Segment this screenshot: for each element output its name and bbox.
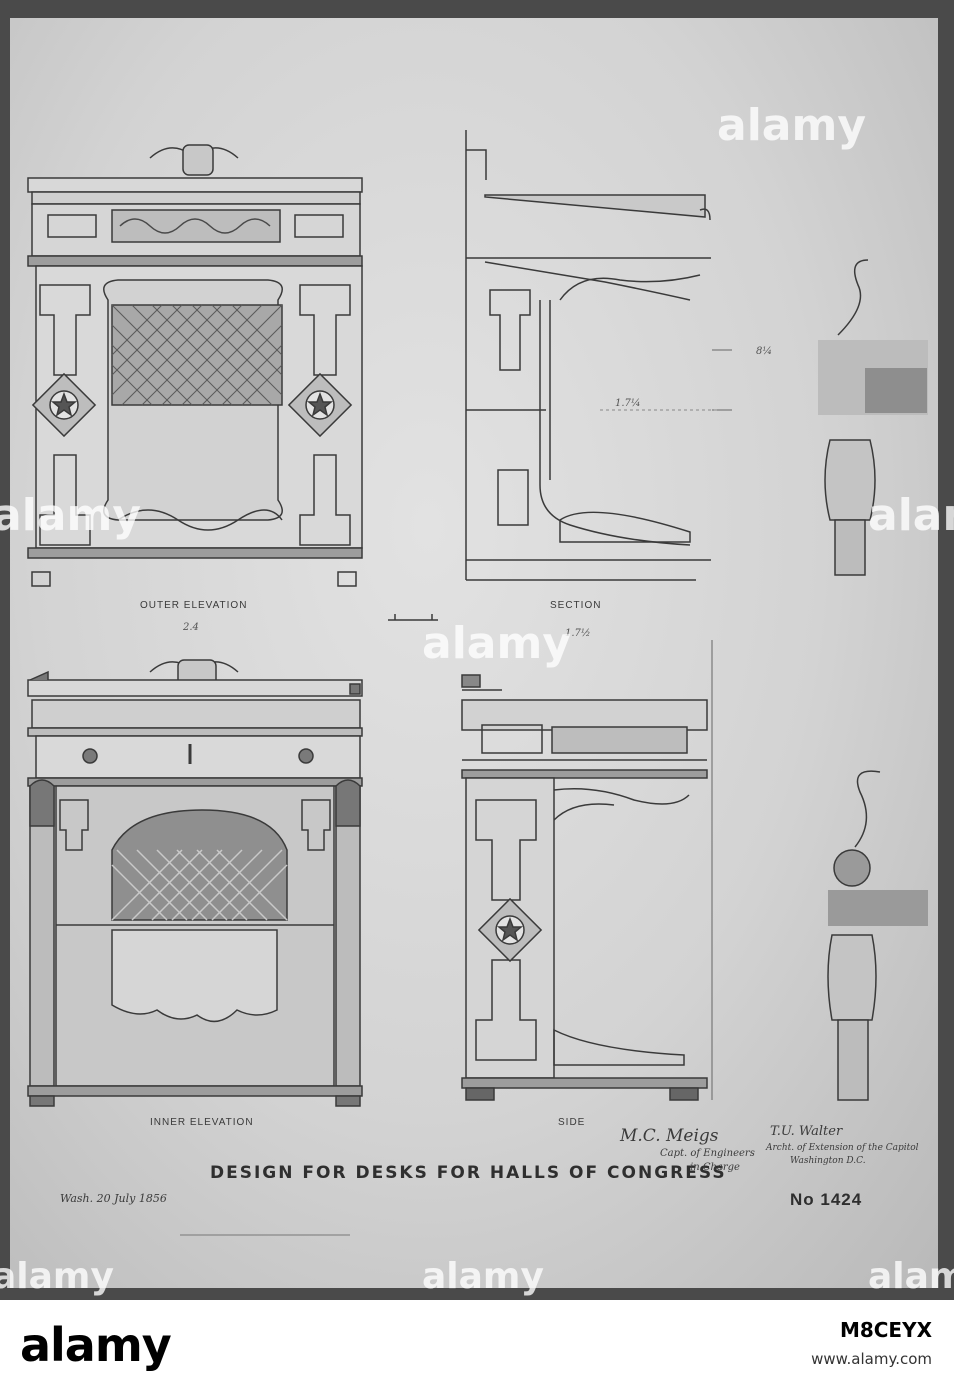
profile-detail-lower bbox=[827, 770, 928, 1101]
drawing-title: DESIGN FOR DESKS FOR HALLS OF CONGRESS bbox=[210, 1163, 727, 1183]
watermark-bottom-left: alamy bbox=[0, 1256, 114, 1297]
image-id: M8CEYX bbox=[839, 1318, 932, 1342]
side-drawing bbox=[461, 674, 708, 1101]
section-depth-dimension: 1.7½ bbox=[565, 628, 591, 639]
watermark-mid-left: alamy bbox=[0, 490, 141, 541]
alamy-logo[interactable]: alamy bbox=[20, 1318, 172, 1372]
archival-photo: OUTER ELEVATION 2.4 SECTION 1.7½ 1.7¼ 8¼… bbox=[0, 0, 954, 1300]
architectural-drawing bbox=[27, 130, 928, 1236]
site-url[interactable]: www.alamy.com bbox=[811, 1350, 932, 1368]
section-label: SECTION bbox=[550, 600, 602, 611]
inner-elevation-drawing bbox=[27, 659, 363, 1107]
profile-detail-upper bbox=[818, 259, 928, 576]
date-note: Wash. 20 July 1856 bbox=[60, 1192, 167, 1205]
section-mid-dimension: 1.7¼ bbox=[615, 398, 641, 409]
outer-width-dimension: 2.4 bbox=[183, 622, 199, 633]
inner-elevation-label: INNER ELEVATION bbox=[150, 1117, 254, 1128]
side-label: SIDE bbox=[558, 1117, 586, 1128]
outer-elevation-drawing bbox=[27, 144, 363, 587]
signature-walter: T.U. Walter bbox=[770, 1124, 843, 1139]
watermark-mid-right: alamy bbox=[868, 490, 954, 541]
upper-height-dimension: 8¼ bbox=[756, 346, 773, 357]
watermark-bottom-right: alamy bbox=[868, 1256, 954, 1297]
section-drawing bbox=[465, 130, 711, 581]
watermark-bottom-center: alamy bbox=[422, 1256, 544, 1297]
signature-walter-line2: Washington D.C. bbox=[790, 1156, 866, 1166]
signature-meigs-role: Capt. of Engineers bbox=[660, 1148, 755, 1159]
drawing-number: No 1424 bbox=[790, 1190, 863, 1209]
watermark-top-right: alamy bbox=[717, 100, 866, 151]
signature-walter-line1: Archt. of Extension of the Capitol bbox=[766, 1143, 919, 1153]
stock-footer: alamy M8CEYX www.alamy.com bbox=[0, 1300, 954, 1390]
signature-meigs: M.C. Meigs bbox=[620, 1126, 719, 1146]
signature-meigs-role-2: in Charge bbox=[690, 1162, 740, 1173]
watermark-center: alamy bbox=[422, 618, 571, 669]
outer-elevation-label: OUTER ELEVATION bbox=[140, 600, 248, 611]
